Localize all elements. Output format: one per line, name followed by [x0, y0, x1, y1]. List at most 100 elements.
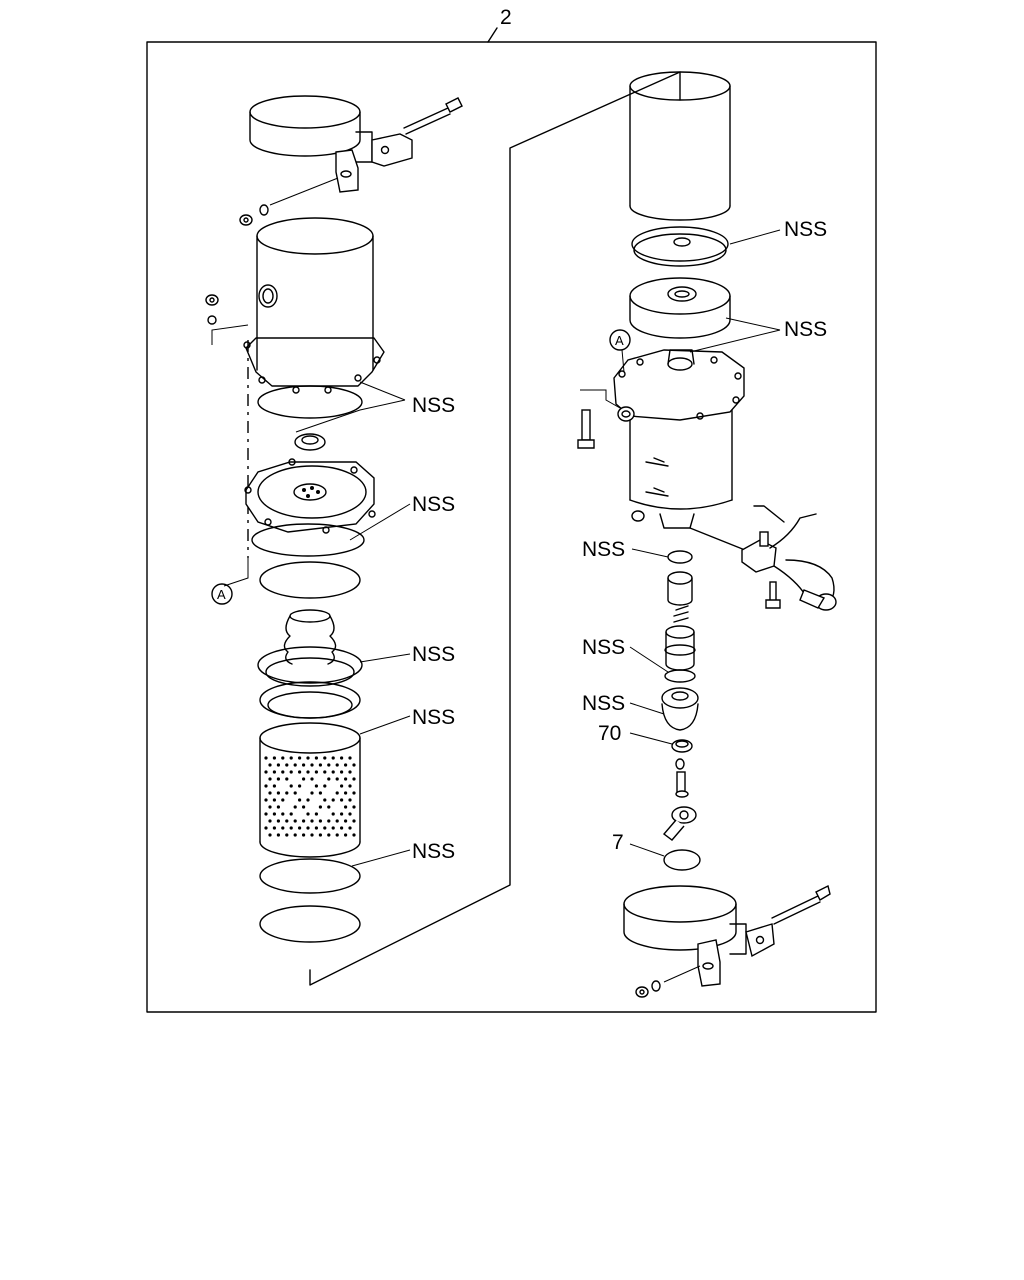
- perforation-dot: [285, 819, 289, 823]
- perforation-dot: [276, 833, 280, 837]
- callout-nss-9: NSS: [582, 636, 625, 659]
- seal-ring-flat: [259, 681, 361, 719]
- perforation-dot: [327, 777, 331, 781]
- perforation-dot: [352, 833, 356, 837]
- svg-text:A: A: [217, 587, 226, 602]
- perforation-dot: [331, 826, 335, 830]
- perforation-dot: [276, 805, 280, 809]
- perforation-dot: [348, 798, 352, 802]
- perforation-dot: [285, 777, 289, 781]
- perforation-dot: [335, 763, 339, 767]
- perforation-dot: [289, 756, 293, 760]
- perforation-dot: [314, 784, 318, 788]
- perforation-dot: [289, 812, 293, 816]
- perforation-dot: [331, 812, 335, 816]
- perforation-dot: [289, 784, 293, 788]
- assembly-leader: [487, 27, 498, 43]
- diagram-frame: [146, 41, 877, 1013]
- perforation-dot: [272, 826, 276, 830]
- filter-housing: [613, 349, 745, 529]
- perforation-dot: [314, 812, 318, 816]
- callout-nss-1: NSS: [412, 394, 455, 417]
- perforation-dot: [272, 756, 276, 760]
- perforation-dot: [302, 805, 306, 809]
- perforation-dot: [327, 805, 331, 809]
- perforation-dot: [306, 812, 310, 816]
- perforation-dot: [264, 812, 268, 816]
- perforation-dot: [352, 819, 356, 823]
- perforation-dot: [310, 819, 314, 823]
- callout-nss-10: NSS: [582, 692, 625, 715]
- perforation-dot: [276, 791, 280, 795]
- valve-disc-small: [294, 433, 326, 451]
- perforation-dot: [306, 770, 310, 774]
- perforation-dot: [344, 791, 348, 795]
- perforation-dot: [323, 756, 327, 760]
- bottom-mounting-band: [623, 885, 775, 987]
- perforation-dot: [302, 763, 306, 767]
- mount-bolt-right: [577, 409, 595, 449]
- gasket-ring-upper: [257, 385, 363, 419]
- perforation-dot: [276, 763, 280, 767]
- perforation-dot: [314, 770, 318, 774]
- perforation-dot: [344, 805, 348, 809]
- perforation-dot: [268, 805, 272, 809]
- callout-nss-5: NSS: [412, 840, 455, 863]
- perforation-dot: [285, 763, 289, 767]
- valve-piston: [664, 625, 696, 671]
- snap-ring: [675, 758, 685, 770]
- perforation-dot: [314, 826, 318, 830]
- nut-washer-right-bottom: [635, 980, 661, 998]
- perforation-dot: [264, 756, 268, 760]
- perforation-dot: [268, 819, 272, 823]
- perforation-dot: [310, 763, 314, 767]
- top-mounting-band: [249, 95, 413, 193]
- perforation-dot: [285, 833, 289, 837]
- perforation-dot: [318, 791, 322, 795]
- oring-small: [667, 550, 693, 564]
- perforation-dot: [306, 826, 310, 830]
- svg-text:A: A: [615, 333, 624, 348]
- perforation-dot: [318, 833, 322, 837]
- perforation-dot: [268, 777, 272, 781]
- perforation-dot: [272, 784, 276, 788]
- perforation-dot: [335, 819, 339, 823]
- perforation-dot: [340, 770, 344, 774]
- air-reservoir-cylinder: [243, 217, 385, 394]
- perforation-dot: [331, 798, 335, 802]
- perforation-dot: [310, 791, 314, 795]
- perforation-dot: [293, 819, 297, 823]
- perforation-dot: [268, 763, 272, 767]
- perforation-dot: [285, 791, 289, 795]
- perforation-dot: [298, 798, 302, 802]
- perforation-dot: [327, 819, 331, 823]
- band-bolt-lower: [771, 884, 831, 925]
- perforation-dot: [281, 798, 285, 802]
- callout-item-70: 70: [598, 722, 621, 745]
- perforation-dot: [310, 833, 314, 837]
- end-cap-plate: [631, 226, 729, 267]
- perforation-dot: [323, 826, 327, 830]
- perforation-dot: [281, 770, 285, 774]
- perforation-dot: [352, 791, 356, 795]
- perforation-dot: [344, 819, 348, 823]
- bottom-disc: [259, 905, 361, 943]
- perforation-dot: [298, 756, 302, 760]
- perforation-dot: [314, 756, 318, 760]
- perforation-dot: [340, 812, 344, 816]
- seal-ring-large: [257, 646, 363, 687]
- perforation-dot: [318, 805, 322, 809]
- perforation-dot: [306, 756, 310, 760]
- perforation-dot: [348, 826, 352, 830]
- perforation-dot: [344, 833, 348, 837]
- band-bolt: [403, 97, 463, 135]
- perforation-dot: [348, 770, 352, 774]
- perforation-dot: [281, 826, 285, 830]
- spring-seat-cup: [629, 277, 731, 339]
- callout-nss-4: NSS: [412, 706, 455, 729]
- assembly-number: 2: [500, 6, 512, 29]
- perforation-dot: [268, 791, 272, 795]
- perforation-dot: [272, 798, 276, 802]
- seal-item-70: [671, 739, 693, 753]
- perforation-dot: [293, 763, 297, 767]
